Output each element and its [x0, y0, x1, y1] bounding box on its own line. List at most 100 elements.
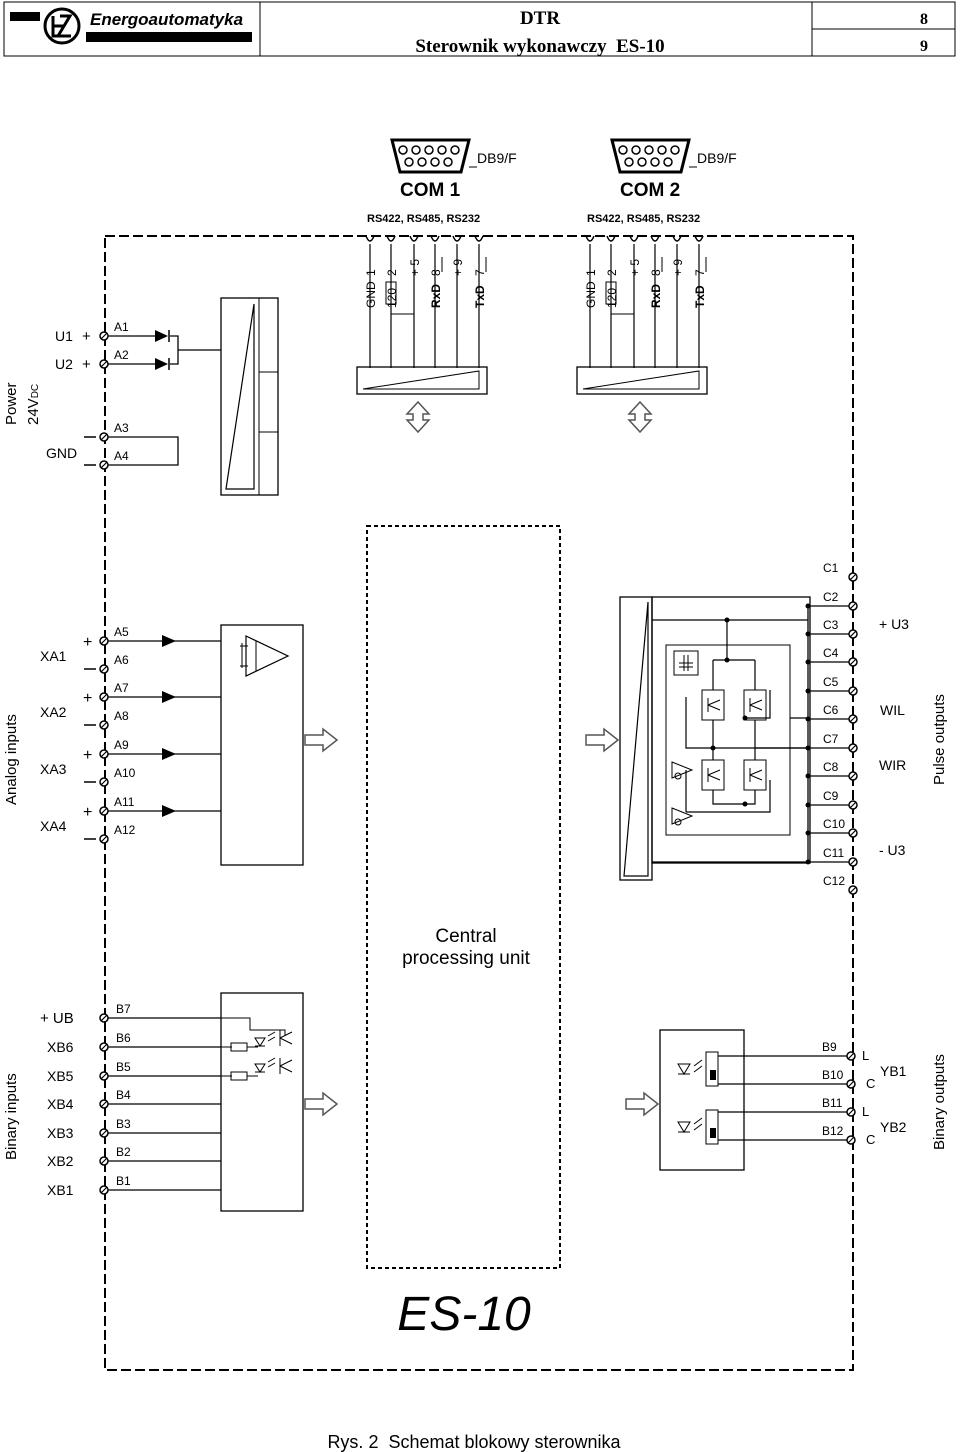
- output-yb2: YB2: [880, 1119, 907, 1135]
- pulse-signal-wil: WIL: [880, 702, 905, 718]
- com1-signal-2: RxD: [429, 284, 443, 308]
- terminal-b9: B9: [822, 1040, 837, 1054]
- binary-in-group-label: Binary inputs: [3, 1073, 20, 1160]
- terminal-b6: B6: [116, 1031, 131, 1045]
- terminal-a11: A11: [114, 795, 135, 809]
- optocoupler-icon: [254, 1057, 293, 1074]
- pulse-signal-u3-minus: - U3: [879, 842, 906, 858]
- analog-input-3: XA3: [40, 761, 67, 777]
- terminal-c11: C11: [823, 846, 844, 860]
- page-number-top: 8: [920, 11, 928, 28]
- terminal-a10: A10: [114, 766, 136, 780]
- terminal-c7: C7: [823, 732, 839, 746]
- terminal-b2: B2: [116, 1145, 131, 1159]
- adc-block: [220, 624, 304, 866]
- doc-type: DTR: [520, 8, 560, 29]
- db9-connector-icon: [610, 138, 691, 174]
- transfer-arrow-icon: [304, 727, 339, 753]
- terminal-b5: B5: [116, 1060, 131, 1074]
- transistor-icon: [743, 759, 767, 791]
- plus-sign: +: [83, 690, 92, 707]
- pin-contact: [694, 235, 704, 242]
- binary-input-xb3: XB3: [47, 1125, 74, 1141]
- terminal-c3: C3: [823, 618, 839, 632]
- transceiver-block: [576, 366, 708, 395]
- com2-label: COM 2: [620, 180, 680, 201]
- company-name: Energoautomatyka: [90, 10, 243, 29]
- com1-pin-1: 2: [385, 269, 399, 276]
- com2-signal-1: 120: [605, 288, 619, 308]
- pin-contact: [409, 235, 419, 242]
- diode-icon: [155, 330, 170, 342]
- driver-amplifier-icon: [671, 761, 694, 780]
- com1-connector-type: DB9/F: [477, 150, 517, 166]
- pulse-signal-u3-plus: + U3: [879, 616, 909, 632]
- cpu-block: Central processing unit: [366, 525, 561, 1269]
- com1-pin-3: 8: [429, 269, 443, 276]
- terminal-c9: C9: [823, 789, 839, 803]
- plus-sign: +: [82, 328, 91, 345]
- pin-contact: [629, 235, 639, 242]
- device-boundary: [104, 235, 854, 1371]
- com2-pin-2: + 5: [628, 259, 642, 276]
- data-arrows: [304, 400, 660, 1117]
- contact-l: L: [862, 1104, 869, 1119]
- com1-signal-1: 120: [385, 288, 399, 308]
- terminal-a2: A2: [114, 348, 129, 362]
- u1-label: U1: [55, 328, 73, 344]
- cpu-label-line1: Central: [435, 926, 496, 947]
- binary-out-group-label: Binary outputs: [931, 1054, 948, 1150]
- photo-relay-icon: [677, 1109, 719, 1145]
- u2-label: U2: [55, 356, 73, 372]
- terminal-a1: A1: [114, 320, 129, 334]
- transistor-icon: [743, 689, 767, 721]
- diode-icon: [155, 358, 170, 370]
- terminal-b3: B3: [116, 1117, 131, 1131]
- terminal-c6: C6: [823, 703, 839, 717]
- analog-group-label: Analog inputs: [3, 714, 20, 805]
- terminal-b4: B4: [116, 1088, 131, 1102]
- transfer-arrow-icon: [585, 727, 620, 753]
- plus-sign: +: [83, 747, 92, 764]
- terminal-a7: A7: [114, 681, 129, 695]
- terminal-c4: C4: [823, 646, 839, 660]
- transceiver-block: [356, 366, 488, 395]
- power-voltage-label: 24VDC: [25, 384, 42, 425]
- optocoupler-input-block: [220, 992, 304, 1212]
- contact-c: C: [866, 1132, 875, 1147]
- binary-input-xb6: XB6: [47, 1039, 74, 1055]
- pin-contact: [386, 235, 396, 242]
- terminal-c10: C10: [823, 817, 845, 831]
- binary-input-xb5: XB5: [47, 1068, 74, 1084]
- com2-pin-5: 7: [693, 269, 707, 276]
- terminal-a8: A8: [114, 709, 129, 723]
- doc-title: Sterownik wykonawczy ES-10: [415, 36, 664, 57]
- plus-sign: +: [82, 356, 91, 373]
- plus-sign: +: [83, 634, 92, 651]
- pin-contact: [452, 235, 462, 242]
- pin-contact: [672, 235, 682, 242]
- power-supply-block: [220, 297, 279, 496]
- photo-relay-icon: [677, 1051, 719, 1087]
- com2-signal-2: RxD: [649, 284, 663, 308]
- pin-contact: [606, 235, 616, 242]
- com1-protocols: RS422, RS485, RS232: [367, 213, 480, 225]
- terminal-b10: B10: [822, 1068, 844, 1082]
- terminal-c1: C1: [823, 561, 839, 575]
- supply-ub-label: + UB: [40, 1010, 74, 1027]
- cpu-label-line2: processing unit: [402, 948, 531, 969]
- terminal-a5: A5: [114, 625, 129, 639]
- gnd-label: GND: [46, 445, 77, 461]
- signal-arrow-icon: [162, 805, 176, 817]
- terminal-b1: B1: [116, 1174, 131, 1188]
- optocoupler-icon: [254, 1030, 293, 1047]
- terminal-c8: C8: [823, 760, 839, 774]
- com2-pin-1: 2: [605, 269, 619, 276]
- terminal-c5: C5: [823, 675, 839, 689]
- figure-caption: Rys. 2 Schemat blokowy sterownika: [327, 1432, 621, 1452]
- transistor-icon: [701, 759, 725, 791]
- pin-contact: [474, 235, 484, 242]
- bidirectional-arrow-icon: [405, 400, 431, 434]
